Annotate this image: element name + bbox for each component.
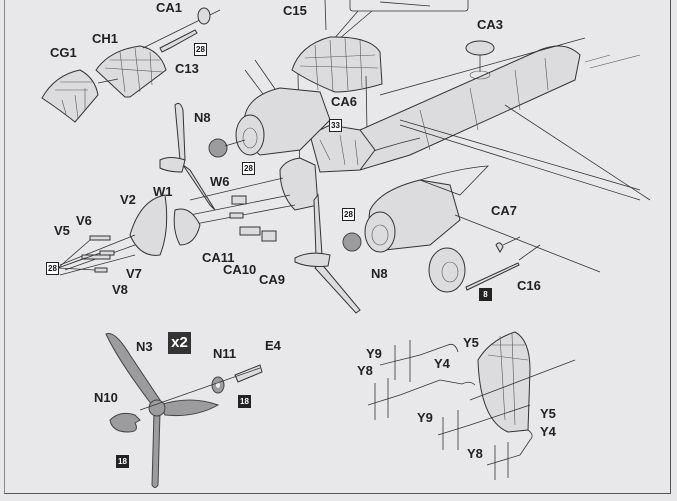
nose-glazing-antenna bbox=[477, 331, 531, 433]
pointer-lines bbox=[57, 239, 101, 271]
label-v5: V5 bbox=[54, 223, 70, 238]
color-badge-ca6: 33 bbox=[329, 119, 342, 132]
label-ch1: CH1 bbox=[92, 31, 119, 46]
label-e4: E4 bbox=[265, 338, 281, 353]
label-y5-top: Y5 bbox=[463, 335, 479, 350]
color-badge-n10: 18 bbox=[116, 455, 129, 468]
label-n10: N10 bbox=[94, 390, 118, 405]
propeller-lower bbox=[294, 193, 361, 314]
label-y9-top: Y9 bbox=[366, 346, 382, 361]
part-y9-bottom bbox=[437, 410, 471, 450]
label-w1: W1 bbox=[153, 184, 173, 199]
fuselage bbox=[244, 37, 651, 201]
label-c16: C16 bbox=[517, 278, 541, 293]
part-v8 bbox=[94, 267, 108, 273]
propeller-assembly bbox=[105, 332, 263, 488]
part-ch1-canopy bbox=[95, 45, 167, 98]
label-n3: N3 bbox=[136, 339, 153, 354]
label-ca6: CA6 bbox=[331, 94, 358, 109]
part-y9-top bbox=[379, 340, 421, 382]
label-v2: V2 bbox=[120, 192, 136, 207]
label-v8: V8 bbox=[112, 282, 128, 297]
color-badge-n8-bottom: 28 bbox=[342, 208, 355, 221]
label-y9-bottom: Y9 bbox=[417, 410, 433, 425]
part-n8-cooling-fan-lower bbox=[342, 232, 362, 252]
color-badge-n8-top: 28 bbox=[242, 162, 255, 175]
part-ca11 bbox=[229, 212, 244, 219]
label-w6: W6 bbox=[210, 174, 230, 189]
part-n8-cooling-fan bbox=[208, 138, 228, 158]
label-ca3: CA3 bbox=[477, 17, 504, 32]
color-badge-v-group: 28 bbox=[46, 262, 59, 275]
part-ca7 bbox=[495, 242, 504, 253]
engine-nacelle-upper bbox=[235, 87, 331, 156]
part-ca1 bbox=[197, 7, 211, 25]
part-w1-nose-glazing bbox=[173, 208, 201, 246]
landing-wheel bbox=[428, 247, 466, 293]
part-y8-bottom bbox=[486, 442, 521, 480]
part-n10 bbox=[109, 412, 141, 433]
color-badge-c13: 28 bbox=[194, 43, 207, 56]
part-y8-top bbox=[367, 378, 401, 420]
page-frame bbox=[4, 0, 671, 494]
part-c16 bbox=[465, 262, 520, 291]
part-ca9 bbox=[261, 230, 277, 242]
label-v7: V7 bbox=[126, 266, 142, 281]
label-y8-top: Y8 bbox=[357, 363, 373, 378]
quantity-badge: x2 bbox=[168, 332, 191, 354]
label-ca1: CA1 bbox=[156, 0, 183, 15]
part-w6 bbox=[231, 195, 247, 205]
label-y8-bottom: Y8 bbox=[467, 446, 483, 461]
part-ca3 bbox=[465, 40, 495, 56]
color-badge-c16: 8 bbox=[479, 288, 492, 301]
part-ca10 bbox=[239, 226, 261, 236]
guide-line bbox=[97, 78, 119, 84]
label-n8-bottom: N8 bbox=[371, 266, 388, 281]
part-v5 bbox=[81, 254, 111, 260]
label-ca11: CA11 bbox=[202, 250, 235, 265]
label-v6: V6 bbox=[76, 213, 92, 228]
label-n11: N11 bbox=[213, 346, 237, 361]
antenna-assembly bbox=[367, 331, 576, 480]
part-e4 bbox=[234, 364, 263, 383]
label-c13: C13 bbox=[175, 61, 199, 76]
label-n8-top: N8 bbox=[194, 110, 211, 125]
part-v2-nose-cone bbox=[129, 194, 168, 256]
part-v6 bbox=[89, 235, 111, 241]
propeller-upper bbox=[159, 102, 216, 211]
label-y4-bottom: Y4 bbox=[540, 424, 556, 439]
label-y5-bottom: Y5 bbox=[540, 406, 556, 421]
label-ca9: CA9 bbox=[259, 272, 286, 287]
guide-line bbox=[224, 139, 246, 147]
part-cg1-canopy bbox=[41, 69, 99, 123]
color-badge-n11: 18 bbox=[238, 395, 251, 408]
label-ca10: CA10 bbox=[223, 262, 257, 277]
engine-nacelle-lower bbox=[364, 165, 601, 273]
part-c13-gun bbox=[159, 29, 198, 53]
label-cg1: CG1 bbox=[50, 45, 77, 60]
part-v7 bbox=[99, 250, 115, 256]
label-ca7: CA7 bbox=[491, 203, 518, 218]
label-c15: C15 bbox=[283, 3, 307, 18]
label-y4-top: Y4 bbox=[434, 356, 450, 371]
